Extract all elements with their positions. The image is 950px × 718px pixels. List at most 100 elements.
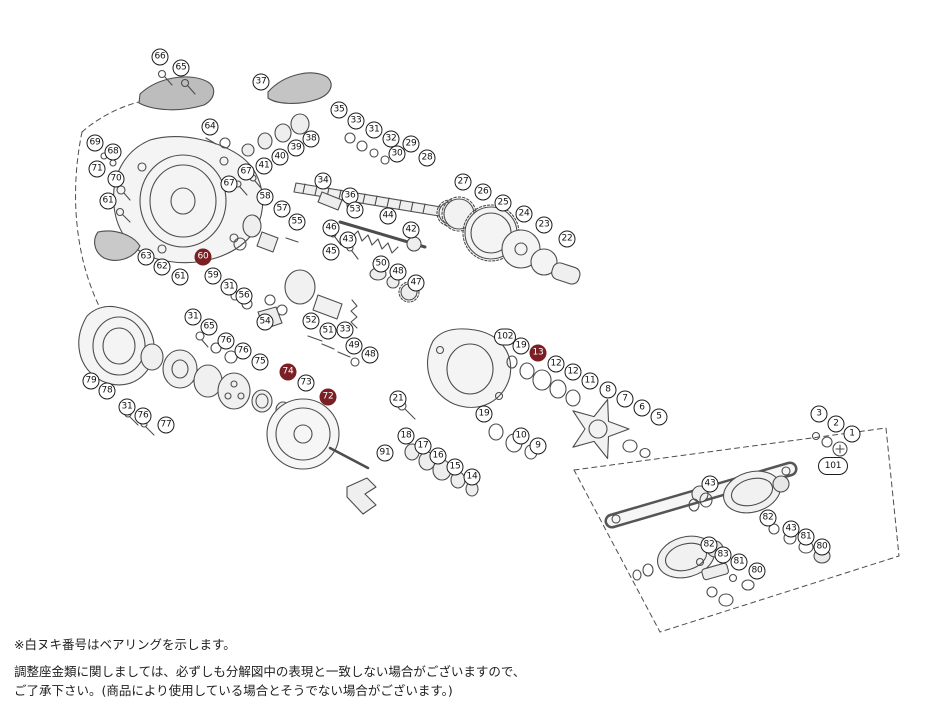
bearing-callout-74: 74 — [279, 363, 297, 381]
spool-clip — [346, 477, 377, 515]
part-callout-57: 57 — [273, 200, 291, 218]
part-callout-5: 5 — [650, 408, 668, 426]
part-callout-25: 25 — [494, 194, 512, 212]
part-callout-63: 63 — [137, 248, 155, 266]
optional-part-callout-101: 101 — [818, 457, 848, 475]
part-callout-18: 18 — [397, 427, 415, 445]
bearing-callout-60: 60 — [194, 248, 212, 266]
part-callout-73: 73 — [297, 374, 315, 392]
part-callout-75: 75 — [251, 353, 269, 371]
part-callout-14: 14 — [463, 468, 481, 486]
part-callout-23: 23 — [535, 216, 553, 234]
part-callout-40: 40 — [271, 148, 289, 166]
part-callout-34: 34 — [314, 172, 332, 190]
part-callout-78: 78 — [98, 382, 116, 400]
part-callout-7: 7 — [616, 390, 634, 408]
part-callout-45: 45 — [322, 243, 340, 261]
part-callout-91: 91 — [376, 444, 394, 462]
part-callout-19: 19 — [475, 405, 493, 423]
handle-side-frame — [397, 328, 512, 420]
handle-assembly — [604, 431, 848, 607]
part-callout-52: 52 — [302, 312, 320, 330]
part-callout-27: 27 — [454, 173, 472, 191]
part-callout-58: 58 — [256, 188, 274, 206]
part-callout-24: 24 — [515, 205, 533, 223]
part-callout-8: 8 — [599, 381, 617, 399]
part-callout-68: 68 — [104, 143, 122, 161]
part-callout-77: 77 — [157, 416, 175, 434]
part-callout-80: 80 — [748, 562, 766, 580]
part-callout-50: 50 — [372, 255, 390, 273]
part-callout-102: 102 — [494, 328, 516, 346]
levelwind-parts — [233, 214, 299, 253]
part-callout-71: 71 — [88, 160, 106, 178]
bearing-note: ※白ヌキ番号はベアリングを示します。 — [14, 637, 236, 652]
bearing-callout-13: 13 — [529, 344, 547, 362]
part-callout-3: 3 — [810, 405, 828, 423]
part-callout-11: 11 — [581, 372, 599, 390]
washer-note-line2: ご了承下さい。(商品により使用している場合とそうでない場合がございます。) — [14, 682, 453, 698]
washer-note-line1: 調整座金類に関しましては、必ずしも分解図中の表現と一致しない場合がございますので… — [14, 664, 526, 679]
spool — [266, 398, 370, 470]
part-callout-51: 51 — [319, 322, 337, 340]
part-callout-2: 2 — [827, 415, 845, 433]
bearing-callout-72: 72 — [319, 388, 337, 406]
part-callout-31: 31 — [118, 398, 136, 416]
part-callout-76: 76 — [217, 332, 235, 350]
frame-assembly — [94, 136, 264, 264]
part-callout-1: 1 — [843, 425, 861, 443]
part-callout-54: 54 — [256, 313, 274, 331]
part-callout-76: 76 — [234, 342, 252, 360]
part-callout-31: 31 — [184, 308, 202, 326]
part-callout-43: 43 — [782, 520, 800, 538]
part-callout-10: 10 — [512, 427, 530, 445]
part-callout-61: 61 — [171, 268, 189, 286]
part-callout-69: 69 — [86, 134, 104, 152]
part-callout-65: 65 — [172, 59, 190, 77]
part-callout-65: 65 — [200, 318, 218, 336]
part-callout-21: 21 — [389, 390, 407, 408]
part-callout-12: 12 — [564, 363, 582, 381]
part-callout-22: 22 — [558, 230, 576, 248]
part-callout-31: 31 — [365, 121, 383, 139]
part-callout-17: 17 — [414, 437, 432, 455]
part-callout-37: 37 — [252, 73, 270, 91]
part-callout-76: 76 — [134, 407, 152, 425]
star-drag — [572, 398, 630, 460]
part-callout-42: 42 — [402, 221, 420, 239]
part-callout-61: 61 — [99, 192, 117, 210]
part-callout-59: 59 — [204, 267, 222, 285]
part-callout-79: 79 — [82, 372, 100, 390]
part-callout-81: 81 — [730, 553, 748, 571]
part-callout-43: 43 — [339, 231, 357, 249]
part-callout-62: 62 — [153, 258, 171, 276]
part-callout-70: 70 — [107, 170, 125, 188]
part-callout-67: 67 — [237, 163, 255, 181]
part-callout-56: 56 — [235, 287, 253, 305]
part-callout-66: 66 — [151, 48, 169, 66]
part-callout-67: 67 — [220, 175, 238, 193]
small-screws — [100, 69, 262, 223]
part-callout-46: 46 — [322, 219, 340, 237]
part-callout-29: 29 — [402, 135, 420, 153]
drag-washer-stack — [506, 355, 651, 459]
part-callout-49: 49 — [345, 337, 363, 355]
part-callout-6: 6 — [633, 399, 651, 417]
cap-and-lever-parts — [138, 72, 332, 157]
part-callout-41: 41 — [255, 157, 273, 175]
part-callout-12: 12 — [547, 355, 565, 373]
part-callout-44: 44 — [379, 207, 397, 225]
part-callout-47: 47 — [407, 274, 425, 292]
part-callout-55: 55 — [288, 213, 306, 231]
washer-note: 調整座金類に関しましては、必ずしも分解図中の表現と一致しない場合がございますので… — [14, 663, 525, 701]
part-callout-19: 19 — [512, 337, 530, 355]
part-callout-16: 16 — [429, 447, 447, 465]
part-callout-26: 26 — [474, 183, 492, 201]
part-callout-31: 31 — [220, 278, 238, 296]
part-callout-80: 80 — [813, 538, 831, 556]
part-callout-33: 33 — [347, 112, 365, 130]
part-callout-39: 39 — [287, 139, 305, 157]
part-callout-82: 82 — [700, 536, 718, 554]
